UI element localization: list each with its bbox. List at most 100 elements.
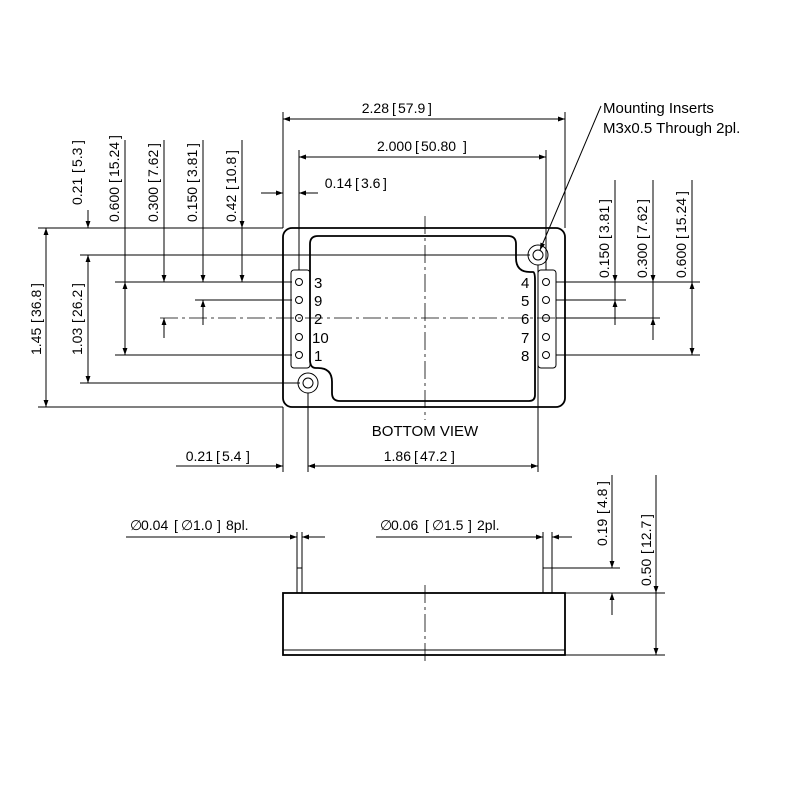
- pin-label: 6: [521, 311, 529, 328]
- dim-right-3: 0.600 [ 15.24 ]: [673, 191, 689, 278]
- mounting-insert-bottom-left-hole: [302, 377, 314, 389]
- dim-bracket-open: [: [673, 235, 689, 239]
- dim-left-top-5: 0.42 [ 10.8 ]: [223, 150, 239, 222]
- dim-bracket-close: ]: [451, 448, 455, 464]
- dim-bracket-open: [: [596, 235, 612, 239]
- dim-value-mm: 10.8: [223, 157, 239, 184]
- dim-value-mm: 26.2: [69, 290, 85, 317]
- pin-9: [295, 296, 303, 304]
- dim-bracket-close: ]: [638, 514, 654, 518]
- dim-value: 0.600: [673, 243, 689, 278]
- dim-bracket-open: [: [392, 100, 396, 116]
- dim-bracket-open: [: [223, 186, 239, 190]
- dim-value-mm: 4.8: [594, 488, 610, 508]
- pin-label: 10: [312, 330, 329, 347]
- diameter-symbol: ∅: [181, 517, 193, 533]
- dim-value: 0.14: [325, 175, 352, 191]
- side-view: ∅ 0.04 [ ∅ 1.0 ] 8pl. ∅ 0.06 [ ∅ 1.5 ] 2…: [126, 475, 665, 665]
- pin-label: 1: [314, 348, 322, 365]
- dim-right-2: 0.300 [ 7.62 ]: [634, 199, 650, 278]
- dim-value: 1.03: [69, 328, 85, 355]
- dim-bracket-open: [: [174, 517, 178, 533]
- dim-value-mm: 1.5: [444, 517, 464, 533]
- mounting-leader: [539, 105, 602, 251]
- dim-value: 2.000: [377, 138, 412, 154]
- dim-overall-height: 1.45 [ 36.8 ]: [28, 283, 44, 355]
- dim-value: 1.86: [384, 448, 411, 464]
- dim-bottom-span: 1.86 [ 47.2 ]: [384, 448, 455, 464]
- left-pin-strip: [290, 269, 311, 369]
- dim-bracket-open: [: [28, 319, 44, 323]
- dim-bracket-open: [: [106, 179, 122, 183]
- pin-2: [295, 314, 303, 322]
- dim-value-mm: 57.9: [398, 100, 425, 116]
- dim-bracket-close: ]: [223, 150, 239, 154]
- left-dimensions: 1.45 [ 36.8 ] 1.03 [ 26.2 ] 0.21 [ 5.3 ]…: [28, 135, 530, 408]
- dim-bracket-close: ]: [246, 448, 250, 464]
- right-dimensions: 0.150 [ 3.81 ] 0.300 [ 7.62 ] 0.600 [ 15…: [556, 180, 700, 356]
- dim-overall-width: 2.28 [ 57.9 ]: [362, 100, 432, 116]
- mounting-insert-top-right-hole: [532, 249, 544, 261]
- side-body: [282, 592, 566, 656]
- dim-bracket-open: [: [634, 235, 650, 239]
- dim-bracket-open: [: [145, 179, 161, 183]
- dim-bottom-left: 0.21 [ 5.4 ]: [186, 448, 250, 464]
- dim-bracket-open: [: [415, 138, 419, 154]
- dim-bracket-open: [: [414, 448, 418, 464]
- dim-value: 0.150: [596, 243, 612, 278]
- dim-count: 8pl.: [226, 517, 249, 533]
- pin-7: [542, 333, 550, 341]
- mounting-label-line2: M3x0.5 Through 2pl.: [603, 120, 740, 137]
- dim-value-mm: 1.0: [193, 517, 213, 533]
- dim-value: 1.45: [28, 328, 44, 355]
- dim-bracket-close: ]: [673, 191, 689, 195]
- dim-bracket-close: ]: [634, 199, 650, 203]
- pin-10: [295, 333, 303, 341]
- mounting-insert-top-right: [527, 244, 549, 266]
- pin-label: 3: [314, 275, 322, 292]
- right-pins: 4 5 6 7 8: [521, 275, 550, 365]
- dim-value: 0.19: [594, 519, 610, 546]
- dim-value-mm: 3.81: [184, 150, 200, 177]
- mounting-label-line1: Mounting Inserts: [603, 100, 714, 117]
- dim-value: 0.21: [69, 178, 85, 205]
- dim-value: 2.28: [362, 100, 389, 116]
- dim-pin-length: 0.19 [ 4.8 ]: [594, 481, 610, 546]
- pin-4: [542, 278, 550, 286]
- dim-pin-diameter: ∅ 0.04 [ ∅ 1.0 ] 8pl.: [130, 517, 249, 533]
- dim-bracket-open: [: [425, 517, 429, 533]
- dim-value: 0.06: [391, 517, 418, 533]
- pin-label: 8: [521, 348, 529, 365]
- dim-bracket-close: ]: [468, 517, 472, 533]
- dim-bracket-open: [: [594, 510, 610, 514]
- diameter-symbol: ∅: [130, 517, 142, 533]
- dim-bracket-open: [: [69, 319, 85, 323]
- mounting-insert-bottom-left: [297, 372, 319, 394]
- pin-1: [295, 351, 303, 359]
- dim-total-height: 0.50 [ 12.7 ]: [638, 514, 654, 586]
- pin-8: [542, 351, 550, 359]
- dim-bracket-close: ]: [106, 135, 122, 139]
- bottom-view: 3 9 2 10 1 4 5 6 7 8 BOTTOM VIEW: [160, 216, 620, 440]
- bottom-dimensions: 0.21 [ 5.4 ] 1.86 [ 47.2 ]: [176, 265, 539, 472]
- dim-count: 2pl.: [477, 517, 500, 533]
- dim-bracket-close: ]: [594, 481, 610, 485]
- dim-value-mm: 7.62: [145, 150, 161, 177]
- dim-value: 0.300: [634, 243, 650, 278]
- dim-value-mm: 47.2: [420, 448, 447, 464]
- dim-value-mm: 3.6: [361, 175, 381, 191]
- pin-6: [542, 314, 550, 322]
- dim-left-top-1: 0.21 [ 5.3 ]: [69, 140, 85, 205]
- dim-bracket-close: ]: [217, 517, 221, 533]
- dim-value: 0.150: [184, 187, 200, 222]
- dim-bracket-open: [: [638, 550, 654, 554]
- dim-bracket-open: [: [216, 448, 220, 464]
- dim-insert-diameter: ∅ 0.06 [ ∅ 1.5 ] 2pl.: [380, 517, 500, 533]
- dim-value-mm: 12.7: [638, 521, 654, 548]
- pin-3: [295, 278, 303, 286]
- dim-bracket-close: ]: [428, 100, 432, 116]
- diameter-symbol: ∅: [432, 517, 444, 533]
- dim-value: 0.300: [145, 187, 161, 222]
- dim-bracket-close: ]: [184, 143, 200, 147]
